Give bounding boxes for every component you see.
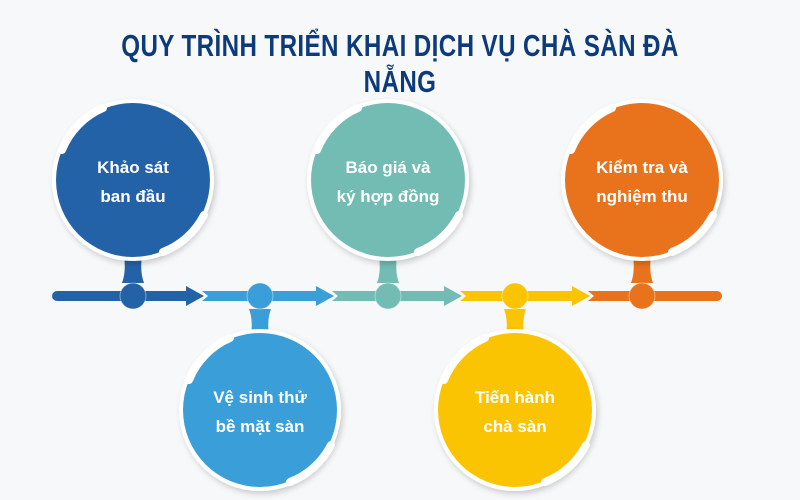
- step-2-line-1: Vệ sinh thử: [213, 388, 307, 407]
- step-5-line-1: Kiểm tra và: [596, 158, 688, 177]
- step-4-line-1: Tiến hành: [475, 388, 555, 407]
- step-2-line-2: bề mặt sàn: [215, 417, 305, 436]
- step-5-line-2: nghiệm thu: [596, 187, 688, 206]
- step-3-line-2: ký hợp đồng: [336, 187, 440, 206]
- step-2-node: [179, 282, 341, 491]
- step-5-label: Kiểm tra và nghiệm thu: [572, 153, 712, 211]
- step-1-label: Khảo sát ban đầu: [63, 153, 203, 211]
- step-1-line-1: Khảo sát: [97, 158, 169, 177]
- step-3-label: Báo giá và ký hợp đồng: [318, 153, 458, 211]
- step-5-node: [561, 99, 723, 310]
- step-4-line-2: chà sàn: [483, 417, 547, 436]
- step-1-node: [52, 99, 214, 310]
- diagram-title: QUY TRÌNH TRIỂN KHAI DỊCH VỤ CHÀ SÀN ĐÀ …: [121, 28, 679, 99]
- step-4-label: Tiến hành chà sàn: [445, 383, 585, 441]
- step-1-line-2: ban đầu: [100, 187, 166, 206]
- step-4-node: [434, 282, 596, 491]
- step-3-line-1: Báo giá và: [345, 158, 431, 177]
- step-2-label: Vệ sinh thử bề mặt sàn: [190, 383, 330, 441]
- step-3-node: [307, 99, 469, 310]
